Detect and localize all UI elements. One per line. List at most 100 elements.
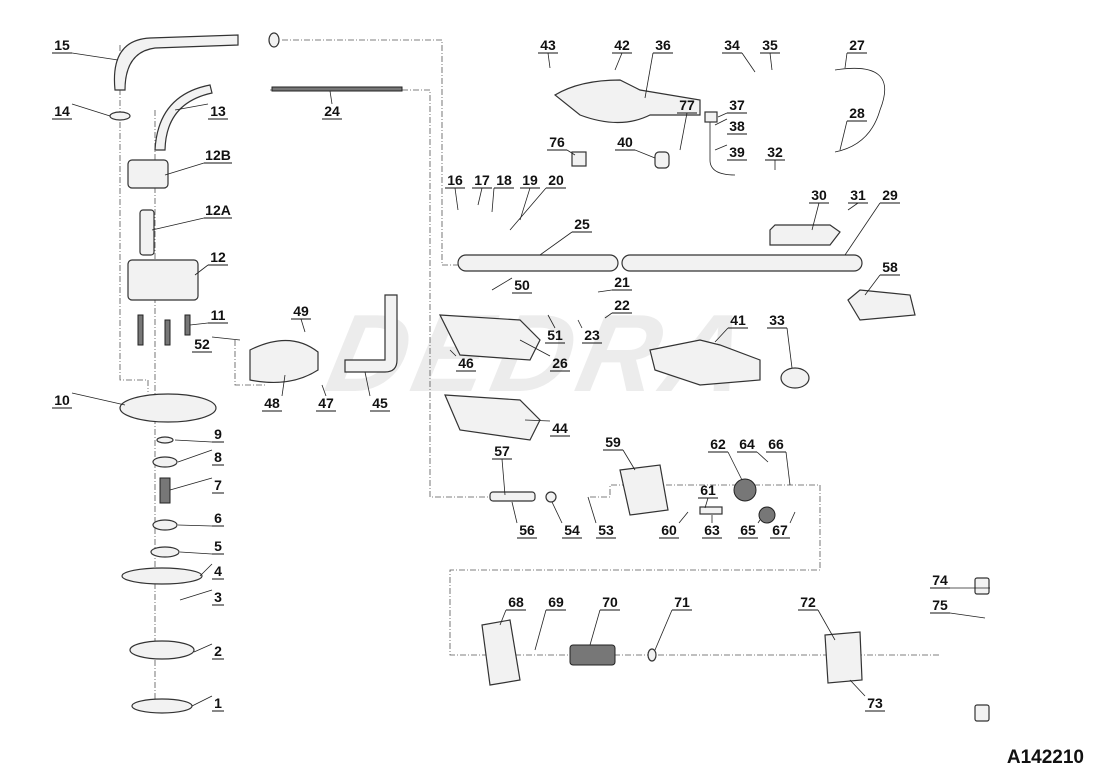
part-2-pad	[129, 640, 195, 660]
part-label-35: 35	[762, 37, 778, 53]
leader-line-58	[864, 274, 881, 296]
leader-line-72	[817, 609, 836, 641]
leader-line-3	[179, 589, 213, 601]
leader-line-65	[757, 519, 761, 524]
leader-line-26	[519, 339, 551, 357]
part-65-gear	[758, 506, 776, 524]
part-39-cable	[709, 120, 736, 176]
leader-line-16	[454, 187, 459, 211]
part-12b-clamp	[127, 159, 169, 189]
leader-lines	[71, 52, 990, 707]
part-label-2: 2	[214, 643, 222, 659]
leader-line-11	[189, 322, 209, 326]
part-label-33: 33	[769, 312, 785, 328]
part-label-13: 13	[210, 103, 226, 119]
leader-line-1	[191, 695, 213, 707]
part-29-tube	[621, 254, 863, 272]
part-24-rod	[271, 86, 403, 92]
leader-line-38	[714, 118, 728, 126]
part-14-ring	[109, 111, 131, 121]
part-4-disc-ring	[121, 567, 203, 585]
part-label-71: 71	[674, 594, 690, 610]
part-8-bearing	[152, 456, 178, 468]
leader-line-40	[634, 149, 656, 159]
leader-line-50	[491, 277, 513, 291]
part-label-51: 51	[547, 327, 563, 343]
part-label-66: 66	[768, 436, 784, 452]
part-label-7: 7	[214, 477, 222, 493]
leader-line-29	[844, 202, 881, 256]
leader-line-33	[786, 327, 793, 369]
leader-line-34	[741, 52, 756, 73]
part-label-50: 50	[514, 277, 530, 293]
part-label-75: 75	[932, 597, 948, 613]
leader-line-22	[604, 312, 613, 319]
part-label-20: 20	[548, 172, 564, 188]
part-71-bearing	[647, 648, 657, 662]
part-label-22: 22	[614, 297, 630, 313]
part-11-springs	[137, 314, 191, 346]
part-label-44: 44	[552, 420, 568, 436]
leader-line-53	[587, 496, 597, 524]
part-label-48: 48	[264, 395, 280, 411]
part-label-39: 39	[729, 144, 745, 160]
part-label-5: 5	[214, 538, 222, 554]
leader-line-68	[499, 609, 507, 626]
part-label-31: 31	[850, 187, 866, 203]
leader-line-12b	[164, 162, 205, 176]
leader-line-7	[169, 477, 213, 491]
part-label-62: 62	[710, 436, 726, 452]
part-label-76: 76	[549, 134, 565, 150]
part-label-16: 16	[447, 172, 463, 188]
leader-line-35	[769, 52, 773, 71]
part-label-57: 57	[494, 443, 510, 459]
part-15-corrugated-hose	[113, 34, 239, 91]
leader-line-71	[654, 609, 673, 651]
part-label-12a: 12A	[205, 202, 231, 218]
part-10-pad-plate	[119, 393, 217, 423]
leader-line-19	[519, 187, 531, 221]
part-7-shaft	[159, 477, 171, 504]
part-56-shaft	[489, 491, 536, 502]
part-58-handle-grip	[847, 289, 916, 321]
leader-line-8	[177, 449, 213, 463]
part-label-23: 23	[584, 327, 600, 343]
drawing-code: A142210	[1006, 747, 1084, 768]
leader-line-67	[789, 511, 796, 524]
part-36-handle-housing	[553, 79, 701, 124]
part-label-72: 72	[800, 594, 816, 610]
part-label-6: 6	[214, 510, 222, 526]
part-label-47: 47	[318, 395, 334, 411]
part-label-26: 26	[552, 355, 568, 371]
leader-line-66	[785, 451, 791, 486]
part-label-56: 56	[519, 522, 535, 538]
part-o-ring	[268, 32, 280, 48]
leader-line-2	[193, 643, 213, 653]
leader-line-60	[678, 511, 689, 524]
part-label-65: 65	[740, 522, 756, 538]
part-label-17: 17	[474, 172, 490, 188]
part-label-41: 41	[730, 312, 746, 328]
leader-line-56	[511, 501, 518, 524]
part-label-59: 59	[605, 434, 621, 450]
leader-line-13	[174, 103, 209, 111]
part-30-handle-clamp	[769, 224, 841, 246]
part-label-42: 42	[614, 37, 630, 53]
part-1-sanding-disc	[131, 698, 193, 714]
part-72-stator	[824, 631, 863, 684]
part-48-brush-holder	[249, 339, 319, 384]
part-68-bearing-plate	[481, 619, 521, 686]
leader-line-15	[71, 52, 119, 61]
part-label-15: 15	[54, 37, 70, 53]
part-label-28: 28	[849, 105, 865, 121]
part-40-knob	[654, 151, 670, 169]
leader-line-70	[589, 609, 601, 646]
leader-line-51	[547, 314, 556, 329]
part-label-32: 32	[767, 144, 783, 160]
part-label-58: 58	[882, 259, 898, 275]
part-12a-connector	[139, 209, 155, 256]
leader-line-23	[577, 319, 583, 329]
leader-line-6	[177, 524, 213, 527]
